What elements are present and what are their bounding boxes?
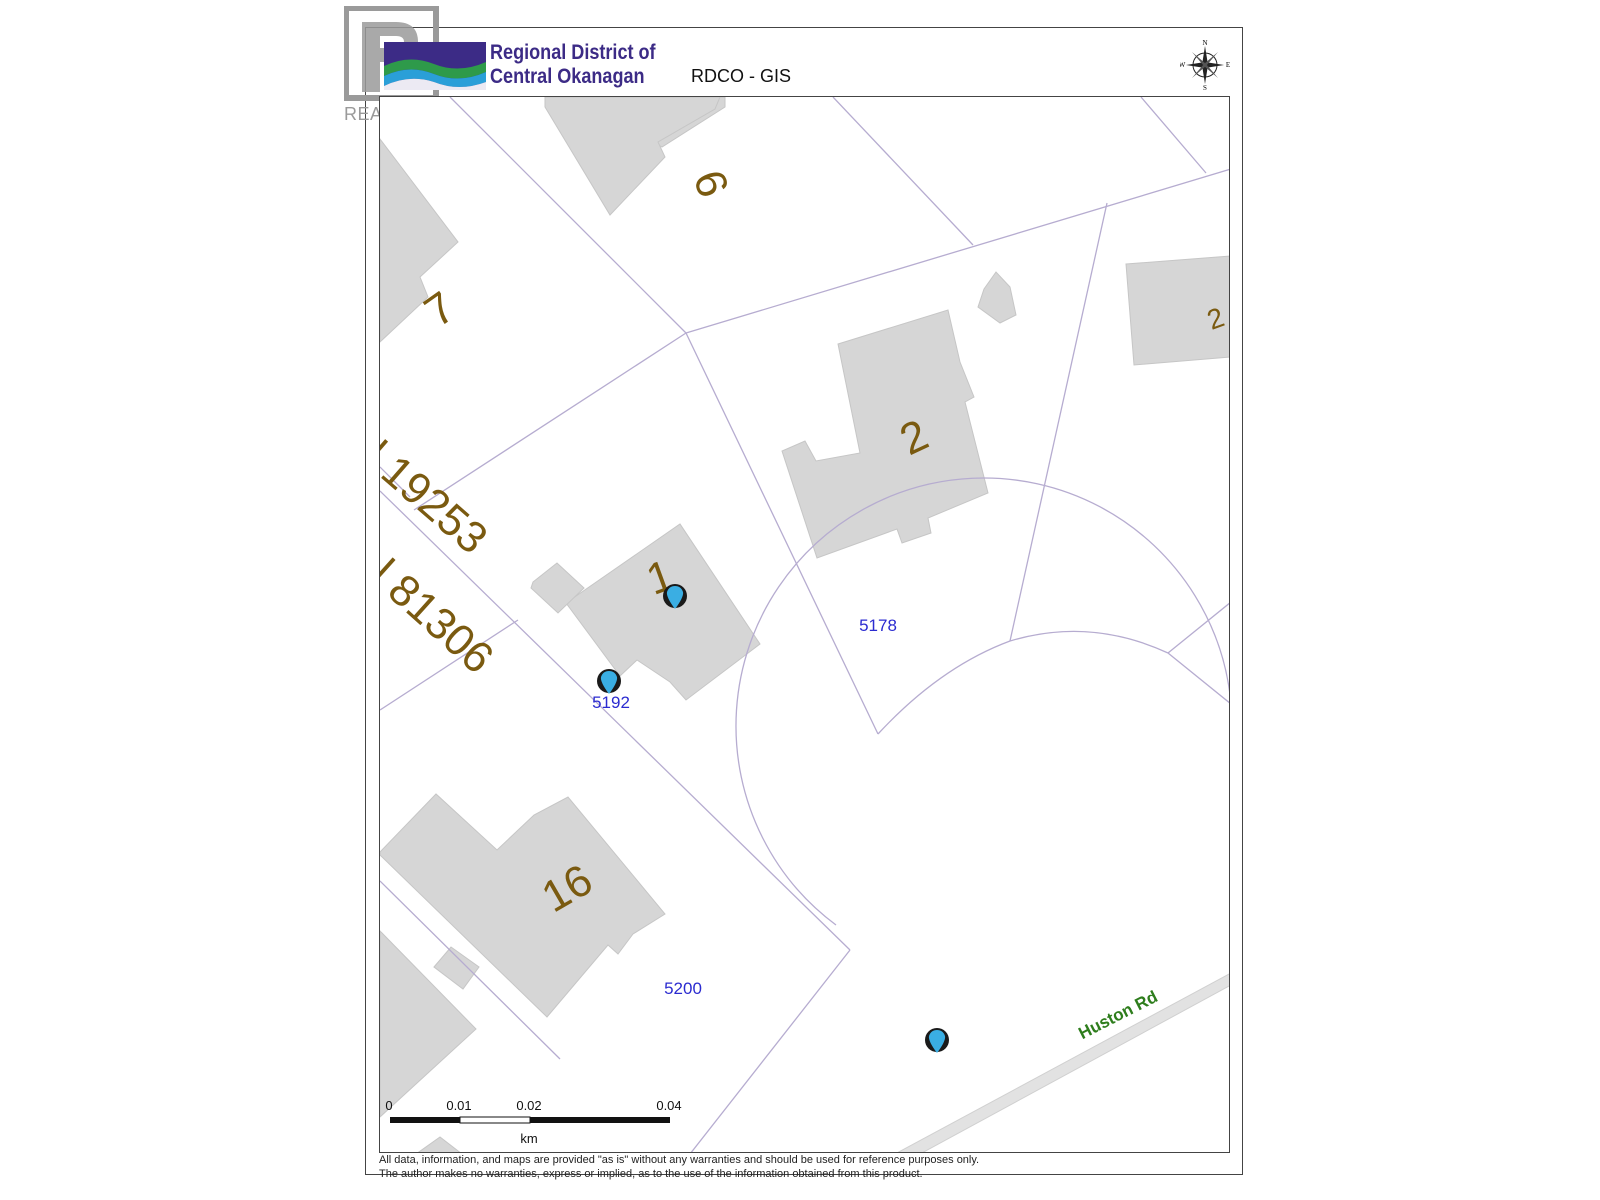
compass-rose-icon: N S E W xyxy=(1180,40,1230,90)
address-5192[interactable]: 5192 xyxy=(592,693,630,712)
org-name: Regional District of Central Okanagan xyxy=(490,41,656,89)
scale-tick-0: 0 xyxy=(385,1098,393,1113)
building-7 xyxy=(380,138,459,343)
huston-rd-road xyxy=(897,973,1229,1152)
building-3 xyxy=(1125,255,1229,366)
shed-1 xyxy=(530,562,585,614)
scale-unit: km xyxy=(520,1131,538,1146)
building-2 xyxy=(781,309,989,559)
compass-west: W xyxy=(1180,61,1186,69)
disclaimer: All data, information, and maps are prov… xyxy=(379,1153,979,1181)
scale-tick-0-02: 0.02 xyxy=(516,1098,542,1113)
parcel-map xyxy=(380,97,1229,1152)
location-marker-icon[interactable] xyxy=(924,1027,950,1059)
compass-south: S xyxy=(1203,84,1207,90)
map-canvas[interactable]: 6 7 2 2 1 16 pl 19253 l 81306 5178 5192 … xyxy=(379,96,1230,1153)
scale-bar xyxy=(390,1116,670,1124)
building-bottom-2 xyxy=(417,1136,461,1152)
org-name-line2: Central Okanagan xyxy=(490,65,645,88)
address-5200[interactable]: 5200 xyxy=(664,979,702,998)
scale-tick-0-04: 0.04 xyxy=(656,1098,682,1113)
shed-2 xyxy=(977,271,1017,324)
location-marker-icon[interactable] xyxy=(662,583,688,615)
shed-16 xyxy=(433,946,480,990)
org-name-line1: Regional District of xyxy=(490,41,656,64)
compass-north: N xyxy=(1202,40,1207,47)
building-6-main xyxy=(544,97,721,216)
system-label: RDCO - GIS xyxy=(691,66,792,86)
scale-tick-0-01: 0.01 xyxy=(446,1098,472,1113)
compass-east: E xyxy=(1226,61,1230,69)
rdco-logo-icon xyxy=(384,42,486,90)
disclaimer-line1: All data, information, and maps are prov… xyxy=(379,1154,980,1166)
building-bottom xyxy=(380,930,477,1118)
building-16 xyxy=(380,793,666,1018)
location-marker-icon[interactable] xyxy=(596,668,622,700)
building-1 xyxy=(565,523,761,701)
disclaimer-line2: The author makes no warranties, express … xyxy=(379,1168,923,1180)
address-5178[interactable]: 5178 xyxy=(859,616,897,635)
